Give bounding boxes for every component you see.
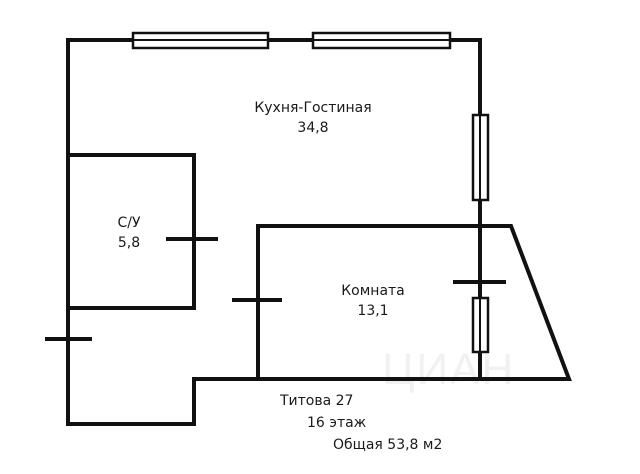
total-area-text: Общая 53,8 м2 [333, 437, 443, 453]
room-area: 13,1 [357, 303, 389, 319]
room-area: 5,8 [117, 235, 141, 251]
address-text: Титова 27 [280, 393, 354, 409]
room-label-room: Комната 13,1 [328, 281, 418, 321]
window-top-left [131, 31, 270, 50]
watermark: ЦИАН [382, 345, 516, 394]
floor-text: 16 этаж [307, 415, 367, 431]
window-right-lower [471, 296, 490, 354]
window-right-upper [471, 113, 490, 202]
room-label-bathroom: С/У 5,8 [104, 213, 154, 253]
room-name: С/У [117, 215, 141, 231]
room-label-kitchen: Кухня-Гостиная 34,8 [248, 98, 378, 138]
bathroom-walls [66, 153, 196, 310]
window-top-right [311, 31, 452, 50]
outer-wall-left-top [66, 38, 572, 426]
room-name: Комната [341, 283, 405, 299]
outer-wall-right [448, 38, 482, 117]
room-name: Кухня-Гостиная [254, 100, 372, 116]
room-area: 34,8 [297, 120, 329, 136]
